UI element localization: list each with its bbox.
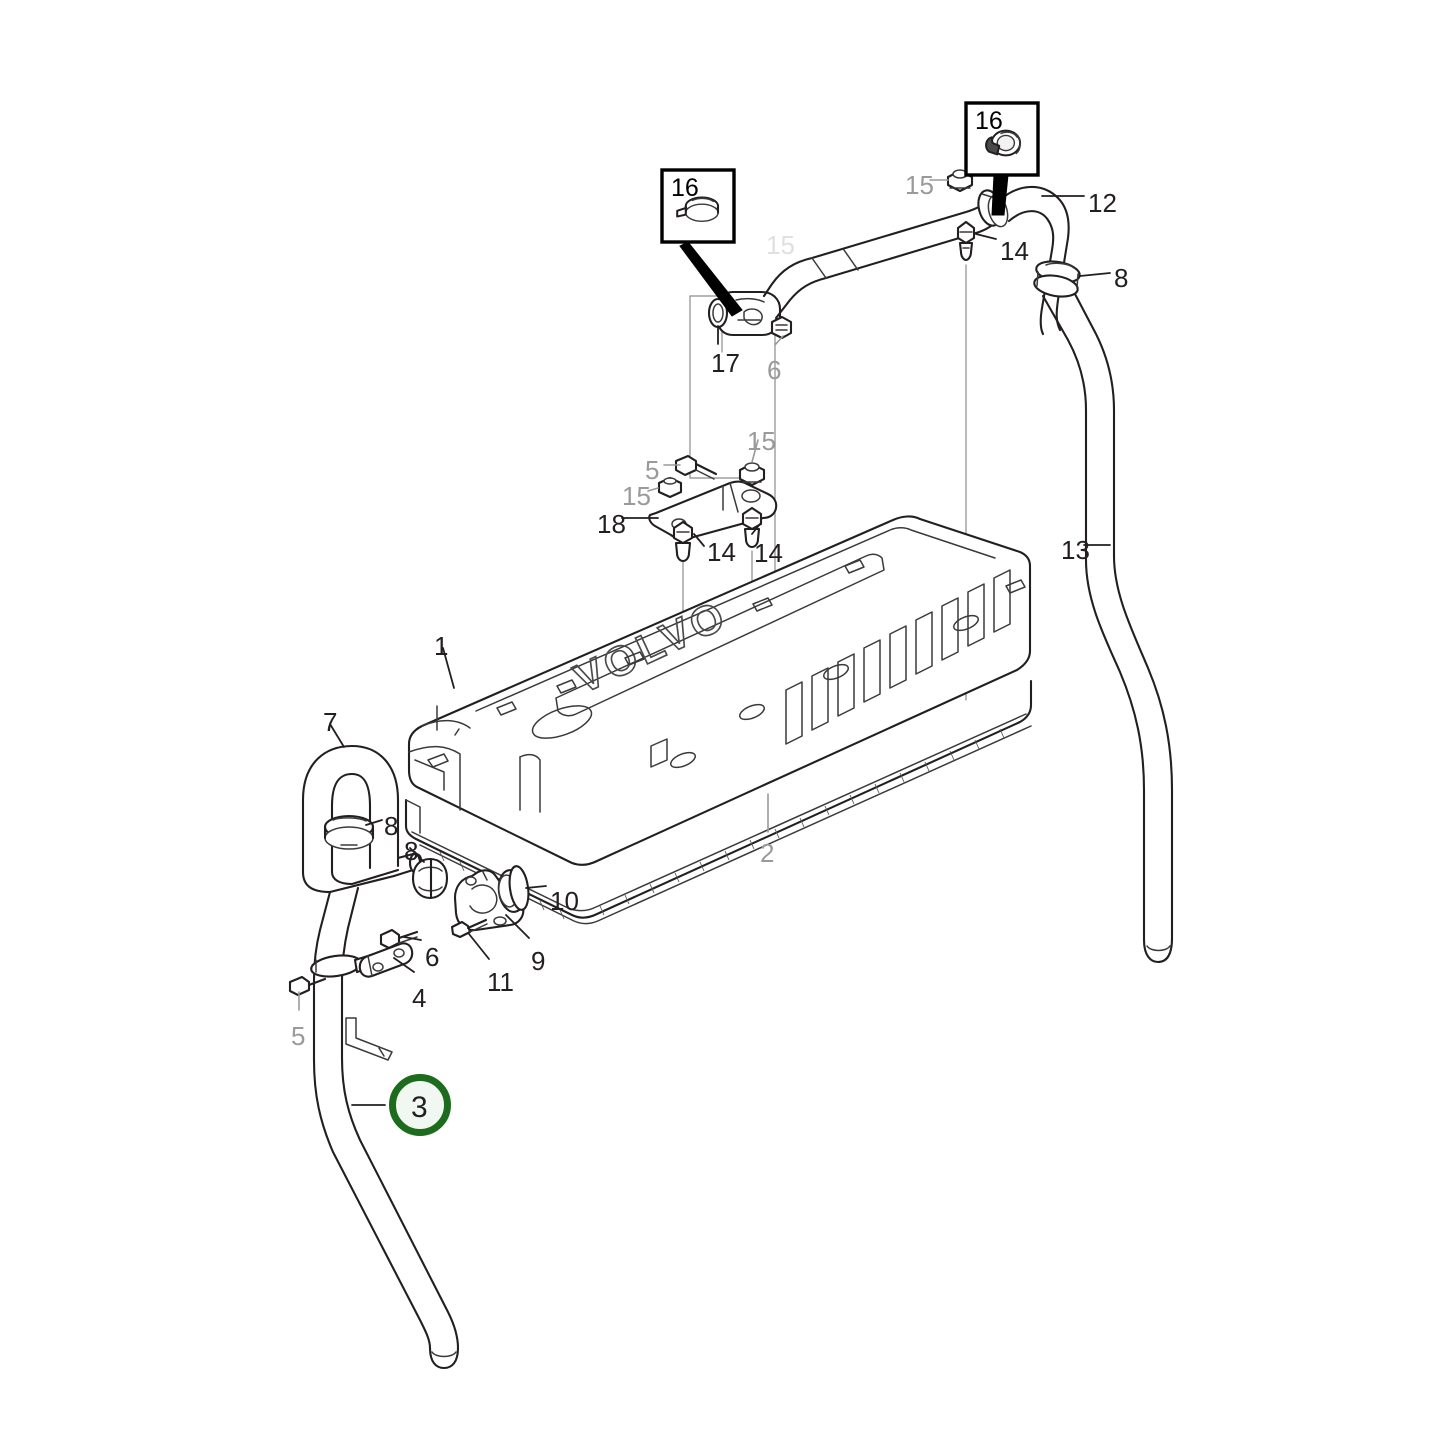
gasket-hatching <box>439 728 1005 920</box>
cover-flange-notches <box>427 559 1026 768</box>
label-6-top: 6 <box>767 355 782 385</box>
label-1: 1 <box>434 631 449 661</box>
bracket-tab <box>345 1017 393 1061</box>
grommet-connector-14-bracket-right <box>741 506 763 549</box>
label-8-upper: 8 <box>384 811 399 841</box>
flange-gasket-10 <box>508 865 530 911</box>
flange-bolt-11 <box>450 918 488 939</box>
label-14-bracket-left: 14 <box>707 537 736 567</box>
label-14-bracket-right: 14 <box>754 538 783 568</box>
label-17: 17 <box>711 348 740 378</box>
callout-box-16-left <box>660 168 743 317</box>
cylinder-head-cover: VOLVO <box>407 515 1032 866</box>
label-15-mid: 15 <box>766 230 795 260</box>
cover-bolt-bosses <box>669 614 980 769</box>
label-8-right: 8 <box>1114 263 1129 293</box>
mounting-strap-4 <box>358 942 414 978</box>
callout-box-16-right <box>964 101 1040 216</box>
grommet-connector-14-bracket-left <box>672 520 694 563</box>
callout-number-16-left: 16 <box>671 174 699 202</box>
label-15-bracket-right: 15 <box>747 426 776 456</box>
label-15-bracket-left: 15 <box>622 481 651 511</box>
callout-number-16-right: 16 <box>975 107 1003 135</box>
label-14-top: 14 <box>1000 236 1029 266</box>
label-13: 13 <box>1061 535 1090 565</box>
label-9: 9 <box>531 946 546 976</box>
grommet-connector-14-top <box>956 220 976 262</box>
label-6-lower: 6 <box>425 942 440 972</box>
valve-cover-gasket <box>404 679 1033 925</box>
label-2: 2 <box>760 838 775 868</box>
highlight-number-part-3: 3 <box>411 1091 428 1124</box>
hose-clamp-8-right <box>1033 260 1081 298</box>
bolt-6-lower <box>379 928 419 950</box>
bolt-5-bracket <box>674 454 718 480</box>
label-5-bracket: 5 <box>645 455 660 485</box>
label-11: 11 <box>487 967 514 997</box>
label-4: 4 <box>412 983 427 1013</box>
flange-nut-15-bracket-right <box>738 462 766 487</box>
bolt-5-lower <box>288 975 327 997</box>
label-10: 10 <box>550 886 579 916</box>
label-7: 7 <box>323 707 338 737</box>
label-5-lower: 5 <box>291 1021 306 1051</box>
hose-3-highlighted <box>312 886 460 1370</box>
highlight-ring-part-3[interactable] <box>389 1074 451 1136</box>
leader-lines <box>298 179 1111 1106</box>
label-18: 18 <box>597 509 626 539</box>
hose-13 <box>1041 292 1174 964</box>
label-15-top: 15 <box>905 170 934 200</box>
hose-clamp-8-upper <box>323 814 375 850</box>
label-12: 12 <box>1088 188 1117 218</box>
hose-clamp-8-free <box>411 857 449 900</box>
flange-nut-15-bracket-left <box>657 476 683 499</box>
cover-ribs <box>785 569 1011 745</box>
label-8-free: 8 <box>404 836 419 866</box>
